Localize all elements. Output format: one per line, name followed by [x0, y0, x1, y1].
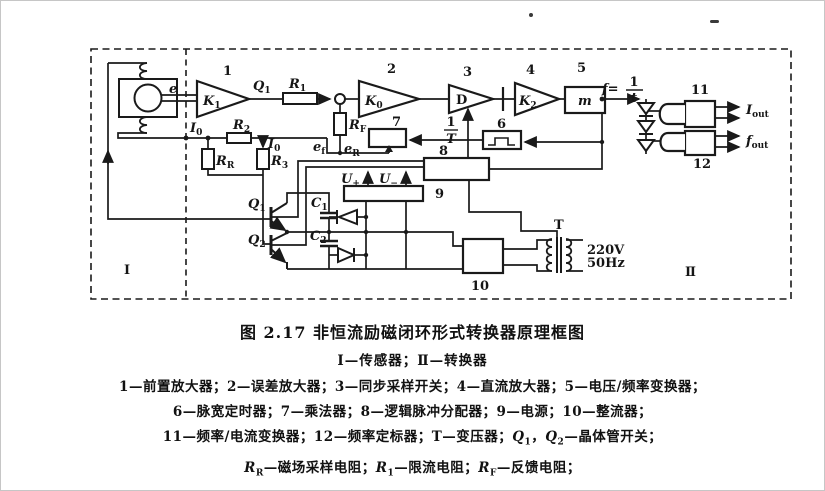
emf-e: e [169, 82, 177, 97]
block6-number: 6 [497, 117, 506, 132]
pulse-timer-symbol [488, 137, 515, 146]
block-diagram: 1K1Q1R12K03D4K25mf=1t1112IoutfouteI0R2I0… [90, 48, 792, 300]
primary-winding [545, 238, 553, 272]
freq-equation-denominator: t [631, 91, 637, 106]
freq-equation-numerator: 1 [629, 75, 638, 90]
current-I0-R3: I0 [267, 137, 280, 154]
diode-D2 [337, 246, 357, 264]
resistor-RF-symbol [333, 112, 347, 136]
multiplier-box [367, 127, 408, 149]
dc-amp-K2 [513, 81, 563, 117]
block7-number: 7 [392, 115, 401, 130]
sync-sampler-D [447, 83, 497, 115]
diodes [336, 102, 656, 264]
figure-legend: 1—前置放大器；2—误差放大器；3—同步采样开关；4—直流放大器；5—电压/频率… [1, 375, 824, 490]
mains-frequency: 50Hz [587, 256, 625, 271]
block11-number: 11 [691, 83, 709, 98]
diode-D1 [336, 208, 358, 226]
gain-K2: K2 [518, 94, 537, 111]
transformer-T: T [554, 218, 564, 233]
pulse-timer-box [481, 129, 523, 151]
freq-calibrator-box [683, 129, 717, 157]
preamp-K1 [195, 79, 253, 119]
legend-line: 1—前置放大器；2—误差放大器；3—同步采样开关；4—直流放大器；5—电压/频率… [119, 379, 706, 395]
resistor-R2: R2 [232, 118, 250, 135]
block8-number: 8 [439, 144, 448, 159]
figure-caption: 图 2.17 非恒流励磁闭环形式转换器原理框图 [239, 323, 586, 342]
block12-number: 12 [693, 157, 711, 172]
gain-K1: K1 [202, 94, 221, 111]
excitation-coil-bottom [139, 116, 148, 134]
coupler-shape-12 [659, 131, 685, 153]
frac-1T-denominator: T [446, 132, 457, 147]
resistors [201, 92, 347, 170]
resistor-R2-symbol [226, 132, 252, 144]
scan-speck [710, 20, 719, 23]
block2-number: 2 [387, 62, 396, 77]
resistor-RF: RF [348, 118, 367, 135]
resistor-R1: R1 [288, 77, 306, 94]
legend-line: 6—脉宽定时器；7—乘法器；8—逻辑脉冲分配器；9—电源；10—整流器； [172, 404, 653, 420]
legend-line: 11—频率/电流变换器；12—频率定标器；T—变压器；Q1，Q2—晶体管开关； [162, 429, 663, 448]
resistor-R1-symbol [282, 92, 318, 105]
cap-C1: C1 [311, 196, 328, 213]
block4-number: 4 [526, 63, 535, 78]
resistor-R3: R3 [270, 154, 288, 171]
demod-D: D [456, 93, 467, 108]
excitation-coil-top [139, 62, 148, 80]
block10-number: 10 [471, 279, 489, 294]
output-fout: fout [745, 134, 769, 151]
diode-chain-1 [636, 102, 656, 116]
scan-speck [529, 13, 533, 17]
function-blocks [342, 85, 717, 275]
block1-number: 1 [223, 64, 232, 79]
freq-current-converter-box [683, 99, 717, 129]
mains-voltage: 220V [587, 243, 625, 258]
cap-C2: C2 [310, 229, 327, 246]
junctions [183, 96, 605, 258]
diode-chain-3 [636, 139, 656, 153]
transistors [269, 202, 288, 269]
vf-m: m [578, 94, 592, 109]
switch-Q1: Q1 [248, 197, 266, 214]
frac-1T-numerator: 1 [446, 115, 455, 130]
region-II: Ⅱ [685, 265, 696, 280]
summing-node [334, 93, 346, 105]
voltage-eR: eR [344, 142, 360, 159]
capacitors [320, 211, 338, 248]
amplifier-blocks [195, 79, 563, 119]
switch-Q2: Q2 [248, 233, 266, 250]
figure-subcaption: Ⅰ—传感器；Ⅱ—转换器 [337, 353, 488, 369]
legend-line: RR—磁场采样电阻；R1—限流电阻；RF—反馈电阻； [244, 459, 581, 479]
signal-Q1-top: Q1 [253, 79, 271, 96]
block9-number: 9 [435, 187, 444, 202]
secondary-winding [565, 238, 573, 272]
resistor-RR-symbol [201, 148, 215, 170]
resistor-R3-symbol [256, 148, 270, 170]
region-I: Ⅰ [124, 263, 130, 278]
voltage-ef: ef [313, 140, 326, 157]
resistor-RR: RR [215, 154, 235, 171]
fraction-bars [444, 89, 643, 131]
block3-number: 3 [463, 65, 472, 80]
transformer [545, 237, 573, 273]
current-I0-main: I0 [189, 121, 202, 138]
diode-chain-2 [636, 120, 656, 134]
output-Iout: Iout [745, 103, 770, 120]
pulse-distributor-box [422, 156, 491, 182]
error-amp-K0 [357, 79, 423, 119]
rail-U-plus: U+ [341, 172, 360, 189]
freq-equation-lhs: f= [601, 82, 619, 97]
sensor [118, 62, 178, 134]
coupler-shape-11 [658, 102, 685, 126]
legend-line: I0—励磁电流；eR—磁场基准电压 [1, 486, 824, 490]
vf-converter-box [563, 85, 607, 115]
rail-U-minus: U− [379, 172, 398, 189]
region-borders [90, 48, 792, 300]
power-supply-box [342, 184, 425, 203]
block5-number: 5 [577, 61, 586, 76]
gain-K0: K0 [364, 94, 383, 111]
rectifier-box [461, 237, 505, 275]
